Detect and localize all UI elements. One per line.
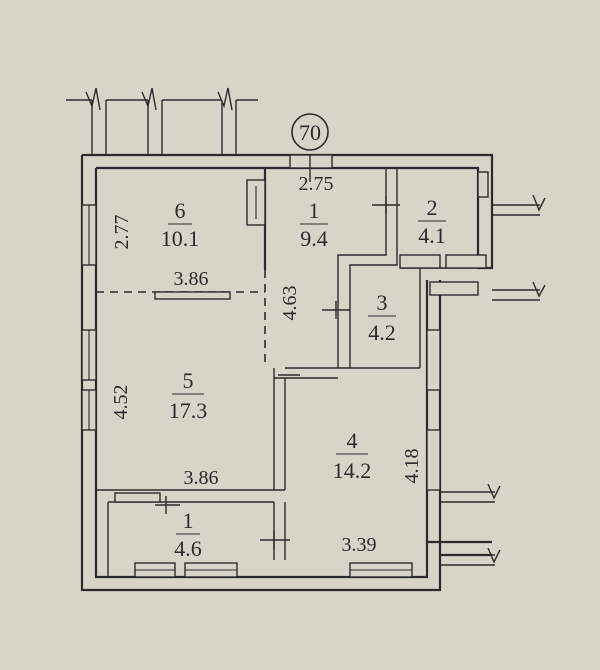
room-2-id: 2: [427, 195, 438, 220]
room-6-area: 10.1: [161, 226, 200, 251]
dim-room5-width: 3.86: [184, 467, 219, 489]
room-1b-area: 4.6: [174, 536, 202, 561]
door-marks: [155, 155, 400, 549]
dimension-labels: 2.75 2.77 3.86 4.63 4.52 3.86 4.18 3.39: [110, 173, 423, 556]
room-1-area: 9.4: [300, 226, 328, 251]
beam-marker: [154, 291, 231, 300]
vent-duct-2: [399, 254, 441, 269]
dim-room6-height: 2.77: [111, 215, 133, 250]
building-number: 70: [299, 120, 321, 145]
vent-ducts: [114, 171, 489, 503]
dim-room4-height: 4.18: [401, 449, 423, 484]
room-labels: 6 10.1 1 9.4 2 4.1 3 4.2 5 17.3 4 14.2 1…: [161, 195, 446, 561]
room-5-area: 17.3: [169, 398, 208, 423]
room-1b-id: 1: [183, 508, 194, 533]
room-2-area: 4.1: [418, 223, 446, 248]
room-4-area: 14.2: [333, 458, 372, 483]
window-top: [289, 154, 333, 169]
window-right-1: [426, 329, 441, 391]
dim-top-width: 2.75: [299, 173, 334, 195]
wall-stubs: [66, 87, 546, 566]
dim-corridor-height: 4.63: [279, 286, 301, 321]
vent-duct-3: [445, 254, 487, 269]
interior-walls: [96, 168, 478, 577]
room-6-id: 6: [175, 198, 186, 223]
dim-room5-height: 4.52: [110, 385, 132, 420]
vent-duct-6: [477, 171, 489, 198]
room-3-id: 3: [377, 290, 388, 315]
room-1-id: 1: [309, 198, 320, 223]
building-number-marker: 70: [291, 113, 329, 151]
windows: [81, 154, 441, 578]
room-3-area: 4.2: [368, 320, 396, 345]
vent-duct-5: [114, 492, 161, 503]
room-4-id: 4: [347, 428, 358, 453]
dim-room4-width: 3.39: [342, 534, 377, 556]
vent-duct-4: [429, 281, 479, 296]
room-5-id: 5: [183, 368, 194, 393]
window-right-2: [426, 429, 441, 491]
dim-room6-width: 3.86: [174, 268, 209, 290]
